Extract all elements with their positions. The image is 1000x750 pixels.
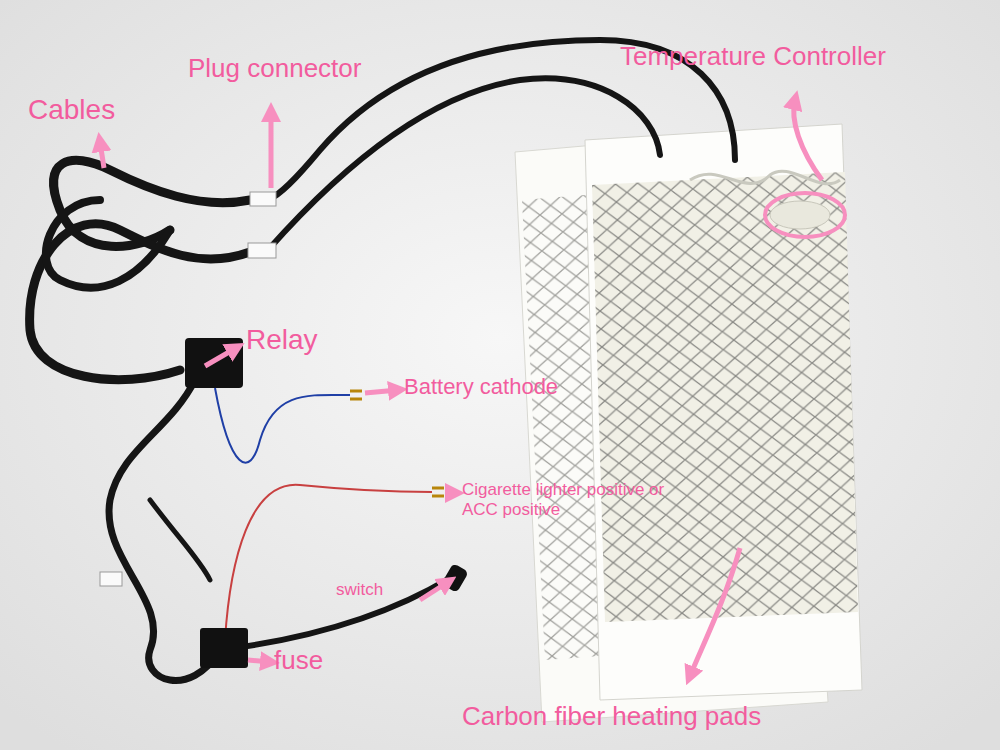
red-wire <box>225 485 432 640</box>
part-label: Cables <box>28 94 115 126</box>
highlight-ring <box>765 193 845 237</box>
plug-connector <box>248 243 276 258</box>
heating-pads <box>515 124 862 722</box>
blue-wire <box>215 388 350 463</box>
plug-connector <box>250 192 276 206</box>
part-label: fuse <box>274 646 323 676</box>
cables <box>30 40 735 680</box>
switch <box>441 563 469 593</box>
part-label: switch <box>336 580 383 600</box>
blue-terminal <box>350 391 362 399</box>
part-label: Temperature Controller <box>620 42 886 72</box>
red-terminal <box>432 488 444 496</box>
plug-connector <box>100 572 122 586</box>
part-label: Plug connector <box>188 54 361 84</box>
part-label: Relay <box>246 324 318 356</box>
relay <box>185 338 243 388</box>
fuse <box>200 628 248 668</box>
wire-label: Cigarette lighter positive or ACC positi… <box>462 480 692 519</box>
wire-label: Battery cathode <box>404 374 558 399</box>
pointer-arrows <box>100 100 822 676</box>
part-label: Carbon fiber heating pads <box>462 702 761 732</box>
